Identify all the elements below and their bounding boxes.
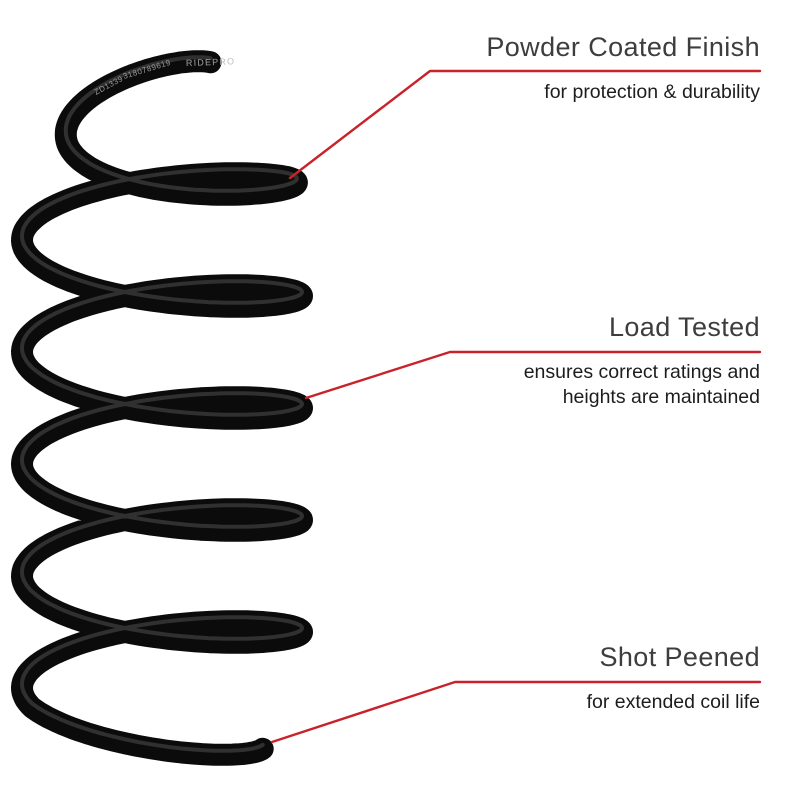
annotation-shot-peened: Shot Peened for extended coil life — [586, 642, 760, 715]
annotation-heading: Load Tested — [608, 312, 760, 342]
coil-spring — [11, 50, 313, 766]
annotation-heading: Powder Coated Finish — [486, 32, 760, 62]
annotation-powder-coated-finish: Powder Coated Finish for protection & du… — [486, 32, 760, 105]
annotation-heading: Shot Peened — [599, 642, 760, 672]
spring-marking-brand: RIDEPRO — [186, 56, 236, 68]
callout-line-powder-coated-finish — [288, 69, 762, 180]
annotation-subtext: for protection & durability — [544, 80, 760, 103]
annotation-load-tested: Load Tested ensures correct ratings and … — [488, 312, 760, 411]
callout-line-shot-peened — [270, 680, 762, 744]
coil-spring-highlight — [19, 55, 305, 753]
callout-line-load-tested — [304, 350, 762, 400]
annotation-subtext: for extended coil life — [586, 690, 760, 713]
annotation-subtext: ensures correct ratings and heights are … — [523, 360, 760, 409]
